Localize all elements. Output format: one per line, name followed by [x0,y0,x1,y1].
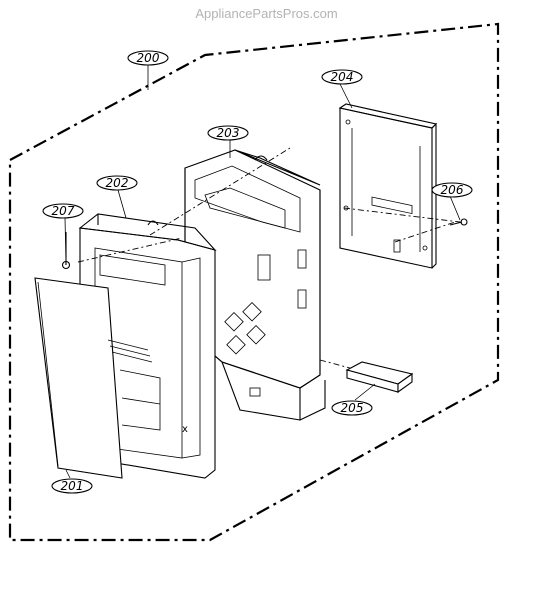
key-pad-part [345,361,414,394]
watermark-text: AppliancePartsPros.com [195,6,338,21]
bracket-housing-part [184,149,326,421]
callout-200: 200 [127,50,169,66]
callout-label-202: 202 [106,176,129,190]
callout-202: 202 [96,175,138,191]
pcb-part [338,103,438,269]
callout-label-201: 201 [61,479,84,493]
callout-label-206: 206 [441,183,464,197]
callout-205: 205 [331,400,373,416]
keypad-hole-grid [224,301,266,355]
front-cover-part [34,277,161,479]
callout-label-204: 204 [331,70,354,84]
assembly-boundary [8,22,500,542]
callout-207: 207 [42,203,84,219]
callout-206: 206 [431,182,473,198]
callout-203: 203 [207,125,249,141]
callout-label-200: 200 [137,51,160,65]
callout-label-203: 203 [217,126,240,140]
callout-label-205: 205 [341,401,364,415]
callout-201: 201 [51,478,93,494]
callout-leaders [64,64,461,479]
screw-206 [449,218,468,226]
callout-204: 204 [321,69,363,85]
callout-label-207: 207 [52,204,75,218]
svg-text:x: x [182,424,188,435]
